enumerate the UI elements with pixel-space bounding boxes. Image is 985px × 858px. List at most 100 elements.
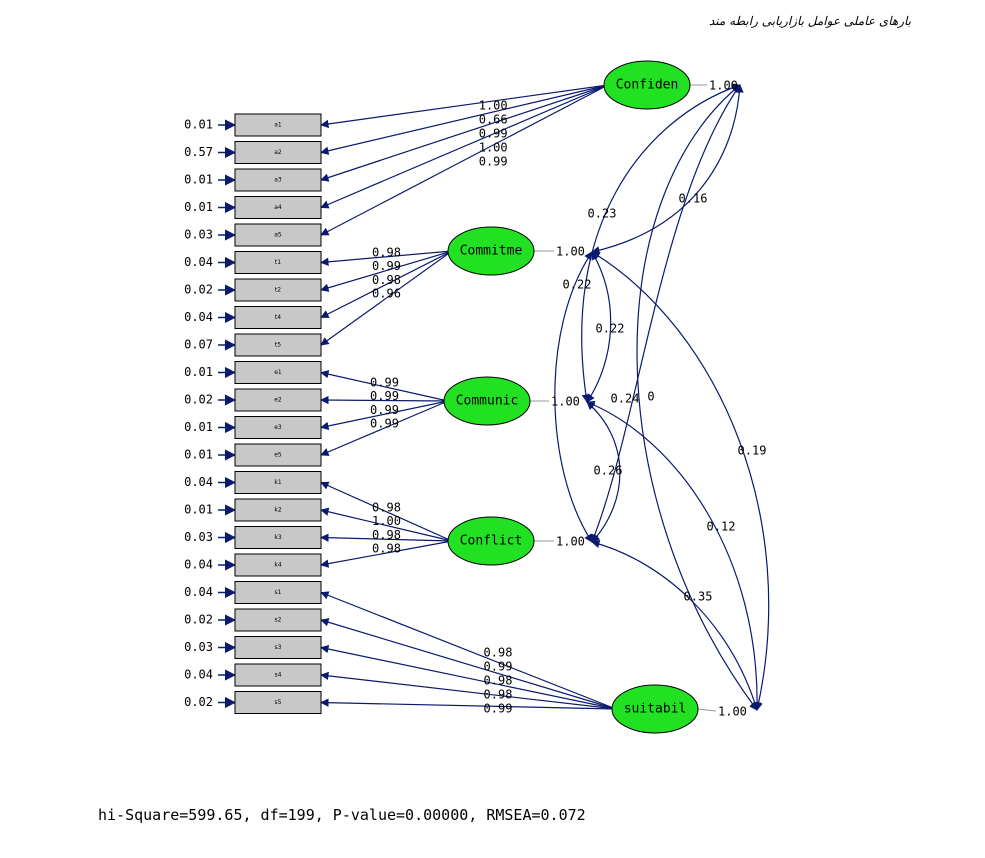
error-variance-s5: 0.02	[184, 695, 213, 709]
loading-arrow-Conflict-k4	[320, 540, 453, 568]
indicator-label-a2: a2	[274, 149, 282, 156]
indicator-box-t1	[234, 251, 322, 274]
error-variance-a4: 0.01	[184, 200, 213, 214]
error-variance-k4: 0.04	[184, 558, 213, 572]
error-variance-a1: 0.01	[184, 118, 213, 132]
diagram-title: بارهای عاملی عوامل بازاریابی رابطه مند	[708, 14, 911, 28]
loading-value-Conflict-k3: 0.98	[372, 528, 401, 542]
error-variance-a3: 0.01	[184, 173, 213, 187]
loading-arrow-Confiden-a4	[320, 84, 609, 209]
loading-value-Conflict-k4: 0.98	[372, 542, 401, 556]
loading-value-Communic-e1: 0.99	[370, 375, 399, 389]
indicator-box-k1	[234, 471, 322, 494]
error-variance-e2: 0.02	[184, 393, 213, 407]
correlation-curve-Confiden-Commitme	[591, 84, 744, 255]
loading-arrow-Conflict-k1	[320, 481, 453, 542]
indicator-label-a4: a4	[274, 204, 282, 211]
correlation-value-Commitme-Conflict: 0.22	[563, 278, 592, 292]
indicator-box-s2	[234, 608, 322, 632]
indicator-box-a4	[234, 196, 322, 219]
loading-value-Confiden-a2: 0.66	[479, 113, 508, 127]
loading-value-suitabil-s2: 0.99	[484, 660, 513, 674]
factor-ellipse-suitabil	[611, 684, 699, 734]
loading-arrow-suitabil-s5	[320, 698, 617, 710]
correlation-value-Confiden-Commitme: 0.16	[679, 192, 708, 206]
indicator-box-e3	[234, 416, 322, 439]
error-variance-t2: 0.02	[184, 283, 213, 297]
loading-arrow-Conflict-k3	[320, 533, 453, 542]
factor-ellipse-Commitme	[447, 226, 535, 276]
indicator-label-e1: e1	[274, 369, 282, 376]
indicator-label-e3: e3	[274, 424, 282, 431]
loading-arrow-suitabil-s3	[320, 644, 617, 710]
indicator-box-t2	[234, 278, 322, 302]
correlation-value-Conflict-suitabil: 0.35	[684, 590, 713, 604]
loading-value-suitabil-s1: 0.98	[484, 646, 513, 660]
factor-ellipse-Confiden	[603, 60, 691, 110]
indicator-label-e5: e5	[274, 452, 282, 459]
loading-value-Communic-e2: 0.99	[370, 389, 399, 403]
indicator-label-t4: t4	[275, 314, 281, 321]
loading-value-Confiden-a5: 0.99	[479, 155, 508, 169]
loading-arrow-Communic-e2	[320, 395, 449, 405]
indicator-label-k4: k4	[274, 562, 281, 569]
loading-value-suitabil-s4: 0.98	[484, 688, 513, 702]
indicator-label-t2: t2	[275, 287, 281, 294]
indicator-label-k1: k1	[274, 479, 281, 486]
error-variance-k1: 0.04	[184, 475, 213, 489]
indicator-box-k3	[234, 526, 322, 549]
indicator-box-e5	[234, 443, 322, 467]
correlation-curve-Confiden-suitabil	[636, 84, 758, 711]
indicator-box-s1	[234, 581, 322, 604]
indicator-box-a2	[234, 141, 322, 164]
correlation-value-Communic-Conflict: 0.26	[594, 464, 623, 478]
loading-arrow-suitabil-s2	[320, 618, 617, 710]
correlation-curve-Confiden-Communic	[581, 83, 741, 403]
factor-ellipse-Communic	[443, 376, 531, 426]
factor-name-suitabil: suitabil	[624, 702, 687, 717]
indicator-label-t1: t1	[275, 259, 281, 266]
loading-arrow-suitabil-s1	[320, 591, 617, 710]
factor-variance-Confiden: 1.00	[709, 79, 738, 93]
loading-value-Confiden-a4: 1.00	[479, 141, 508, 155]
error-variance-s2: 0.02	[184, 613, 213, 627]
indicator-box-a3	[234, 168, 322, 192]
indicator-label-s5: s5	[275, 699, 282, 706]
correlation-value-Confiden-Communic: 0.23	[588, 207, 617, 221]
indicator-box-s5	[234, 691, 322, 714]
correlation-value-Communic-suitabil: 0.12	[707, 520, 736, 534]
error-variance-e5: 0.01	[184, 448, 213, 462]
indicator-label-a5: a5	[274, 232, 282, 239]
factor-name-Confiden: Confiden	[616, 78, 679, 93]
correlation-curve-Communic-suitabil	[586, 400, 762, 711]
loading-arrow-Commitme-t4	[320, 250, 453, 319]
loading-value-Communic-e3: 0.99	[370, 403, 399, 417]
loading-arrow-Confiden-a2	[320, 84, 609, 155]
indicator-label-e2: e2	[274, 397, 282, 404]
loading-arrow-Communic-e5	[320, 400, 449, 456]
indicator-box-t5	[234, 333, 322, 357]
fit-statistics: hi-Square=599.65, df=199, P-value=0.0000…	[98, 806, 586, 824]
error-variance-s4: 0.04	[184, 668, 213, 682]
loading-value-Confiden-a1: 1.00	[479, 99, 508, 113]
factor-variance-Communic: 1.00	[551, 395, 580, 409]
indicator-box-e2	[234, 388, 322, 412]
indicator-label-a1: a1	[274, 122, 282, 129]
loading-value-suitabil-s3: 0.98	[484, 674, 513, 688]
error-variance-a5: 0.03	[184, 228, 213, 242]
loading-arrow-Confiden-a1	[320, 84, 609, 129]
indicator-label-s2: s2	[275, 617, 282, 624]
loading-arrow-Confiden-a3	[320, 84, 609, 182]
factor-variance-Conflict: 1.00	[556, 535, 585, 549]
correlation-curve-Commitme-Conflict	[554, 251, 593, 543]
correlation-value-Commitme-Communic: 0.22	[596, 322, 625, 336]
indicator-box-a5	[234, 223, 322, 247]
loading-arrow-Commitme-t2	[320, 250, 453, 292]
correlation-curve-Conflict-suitabil	[591, 539, 759, 711]
factor-variance-Commitme: 1.00	[556, 245, 585, 259]
indicator-label-a3: a3	[274, 177, 282, 184]
error-variance-s3: 0.03	[184, 640, 213, 654]
indicator-label-t5: t5	[275, 342, 281, 349]
loading-value-Communic-e5: 0.99	[370, 417, 399, 431]
